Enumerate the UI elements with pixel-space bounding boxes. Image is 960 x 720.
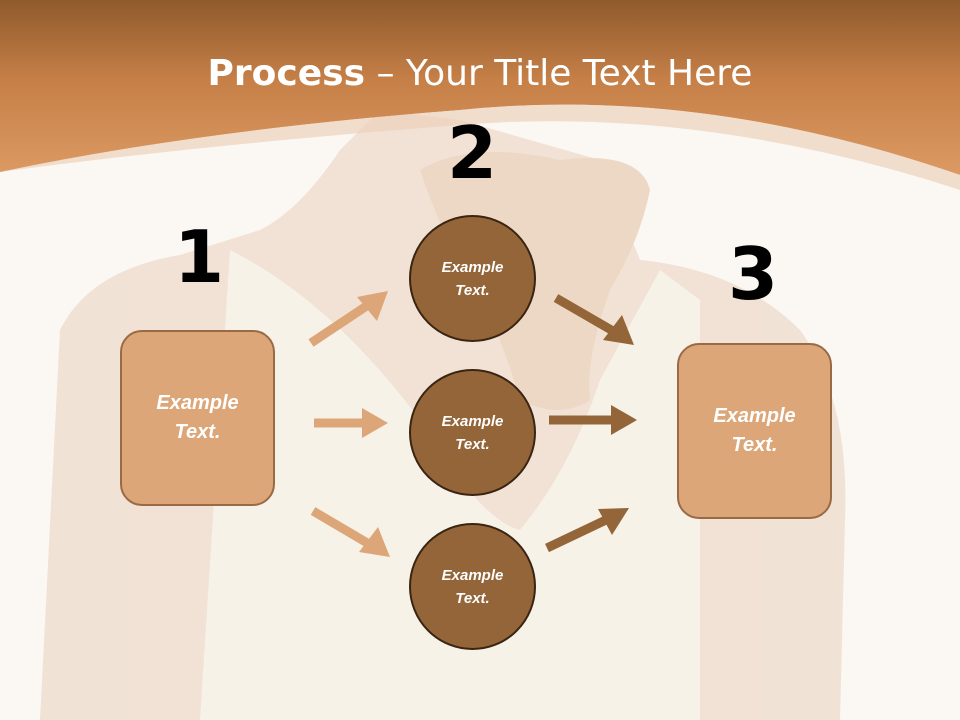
process-box-left: Example Text. xyxy=(120,330,275,506)
title-bold: Process xyxy=(207,53,366,94)
arrow-left-to-top xyxy=(308,291,388,347)
process-circle-middle: Example Text. xyxy=(409,369,536,496)
step-number-3: 3 xyxy=(727,232,779,316)
process-circle-middle-text: Example Text. xyxy=(441,412,504,453)
process-circle-bottom: Example Text. xyxy=(409,523,536,650)
arrow-middle-to-right xyxy=(549,405,637,435)
process-circle-top-text: Example Text. xyxy=(441,258,504,299)
slide-title: Process – Your Title Text Here xyxy=(0,52,960,96)
arrow-top-to-right xyxy=(553,294,634,345)
process-circle-bottom-text: Example Text. xyxy=(441,566,504,607)
process-circle-top: Example Text. xyxy=(409,215,536,342)
arrow-left-to-middle xyxy=(314,408,388,438)
arrow-bottom-to-right xyxy=(545,508,629,553)
title-rest: – Your Title Text Here xyxy=(365,53,753,94)
step-number-2: 2 xyxy=(446,111,498,195)
process-box-right-text: Example Text. xyxy=(713,405,796,456)
step-number-1: 1 xyxy=(173,215,225,299)
process-box-right: Example Text. xyxy=(677,343,832,519)
process-box-left-text: Example Text. xyxy=(156,392,239,443)
arrow-left-to-bottom xyxy=(310,507,390,557)
